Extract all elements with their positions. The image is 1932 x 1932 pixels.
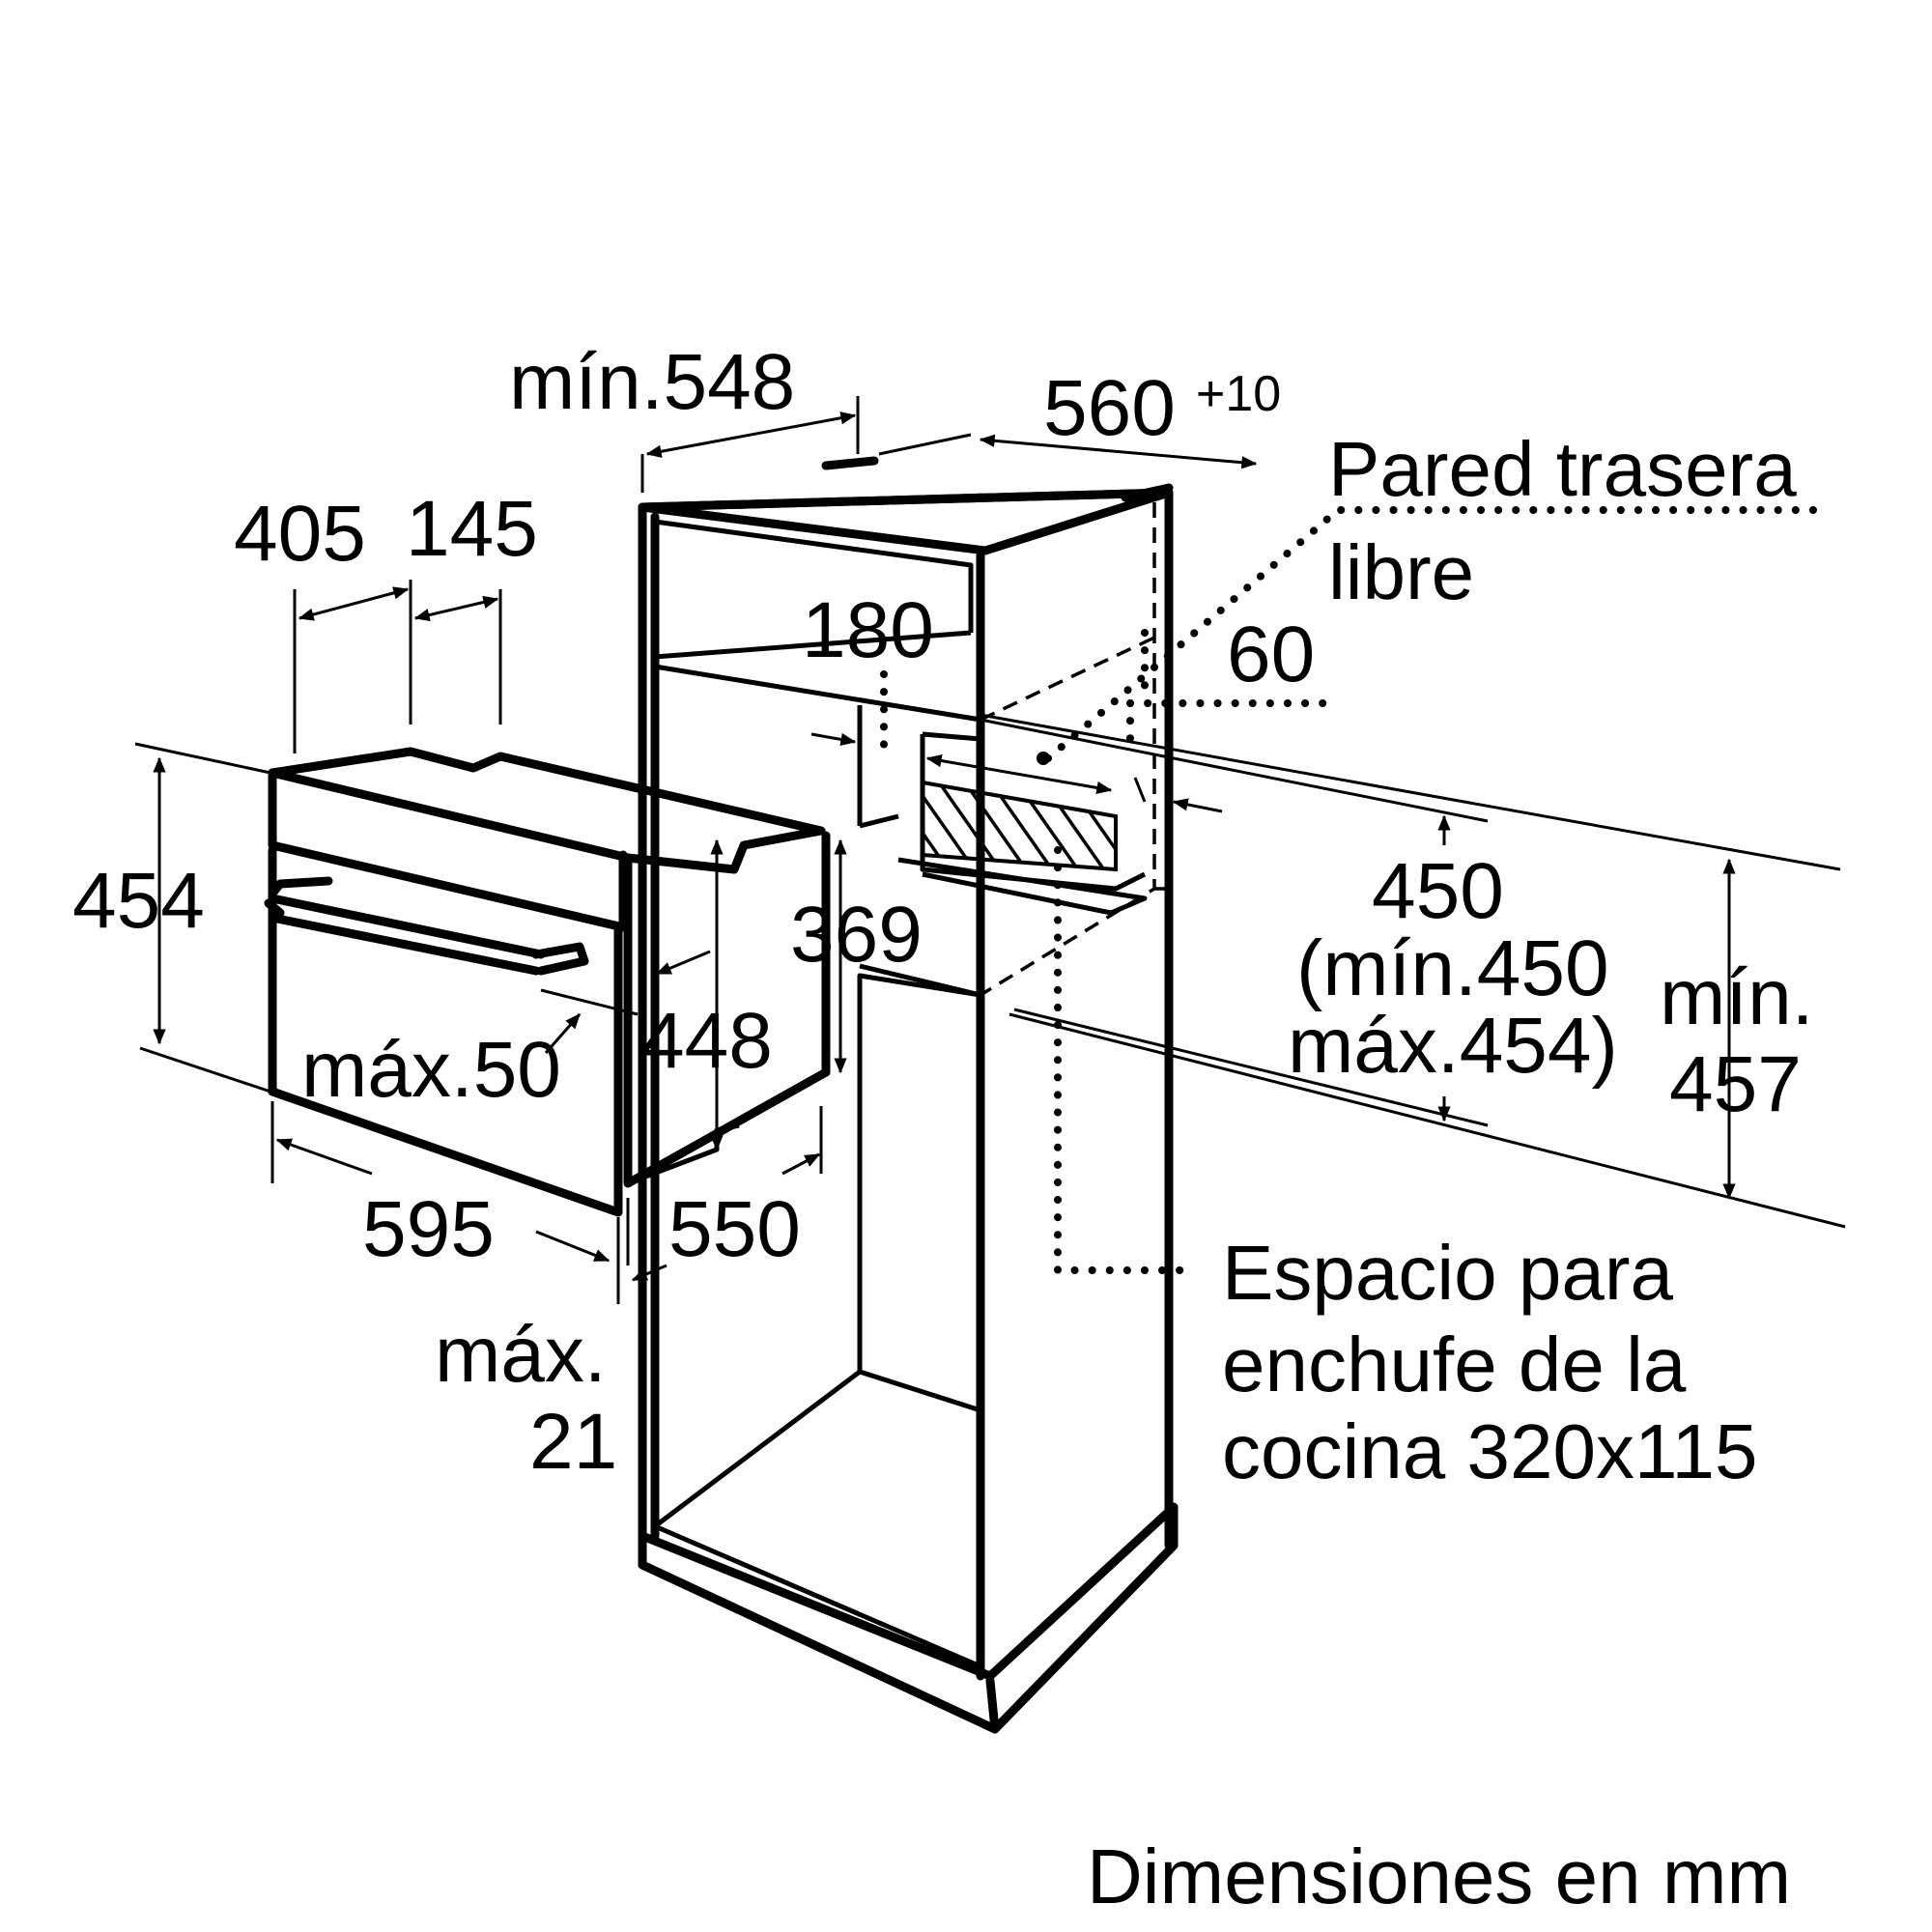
dimension-labels: mín.548 560 +10 405 145 180 60 454 369 4… (72, 338, 1813, 1486)
rear-wall-note-line1: Pared trasera (1328, 426, 1797, 512)
dotted-leaders (880, 506, 1830, 1274)
cabinet-upper-compartment (654, 519, 981, 723)
label-max-21-value: 21 (529, 1398, 617, 1486)
cabinet-lower-compartment (653, 973, 981, 1669)
cabinet-right-post (976, 488, 1174, 1681)
socket-area-hatch (921, 780, 1118, 872)
cabinet (638, 456, 1179, 1734)
cabinet-left-stile (638, 502, 660, 1550)
cabinet-top-edge (638, 488, 1174, 512)
depth-60-leader (1126, 699, 1337, 757)
label-145: 145 (406, 485, 538, 573)
label-369: 369 (790, 891, 923, 979)
cabinet-plinth (638, 1502, 1179, 1734)
label-min-457-value: 457 (1669, 1040, 1802, 1128)
socket-note-line2: enchufe de la (1222, 1321, 1687, 1407)
rear-wall-note-line2: libre (1328, 529, 1474, 615)
cabinet-hidden-edges (980, 502, 1169, 997)
oven-handle (264, 876, 589, 976)
label-560: 560 (1043, 364, 1176, 452)
rear-wall-leader (1044, 506, 1830, 762)
label-560-tolerance: +10 (1196, 366, 1281, 422)
units-footer: Dimensiones en mm (1087, 1833, 1791, 1919)
label-450-range-max: máx.454) (1288, 1002, 1618, 1090)
socket-note-line1: Espacio para (1222, 1230, 1673, 1316)
label-min-457-prefix: mín. (1660, 953, 1813, 1041)
dimension-lines (134, 396, 1846, 1304)
oven-door (268, 845, 623, 1217)
label-max-50: máx.50 (301, 1026, 561, 1114)
label-180: 180 (802, 586, 934, 674)
label-454: 454 (72, 857, 205, 945)
oven (264, 747, 831, 1217)
oven-control-panel (268, 768, 628, 932)
label-450: 450 (1372, 847, 1504, 935)
label-595: 595 (362, 1185, 495, 1273)
socket-leader (1054, 846, 1187, 1274)
label-450-range-min: (mín.450 (1296, 924, 1609, 1012)
label-60: 60 (1227, 611, 1315, 698)
label-min-548: mín.548 (509, 338, 795, 426)
label-550: 550 (668, 1185, 801, 1273)
note-labels: Pared trasera libre Espacio para enchufe… (1222, 426, 1797, 1494)
label-405: 405 (234, 490, 366, 578)
label-448: 448 (640, 997, 773, 1085)
oven-top (268, 747, 826, 874)
label-max-21-prefix: máx. (435, 1311, 607, 1399)
socket-note-line3: cocina 320x115 (1222, 1408, 1758, 1494)
